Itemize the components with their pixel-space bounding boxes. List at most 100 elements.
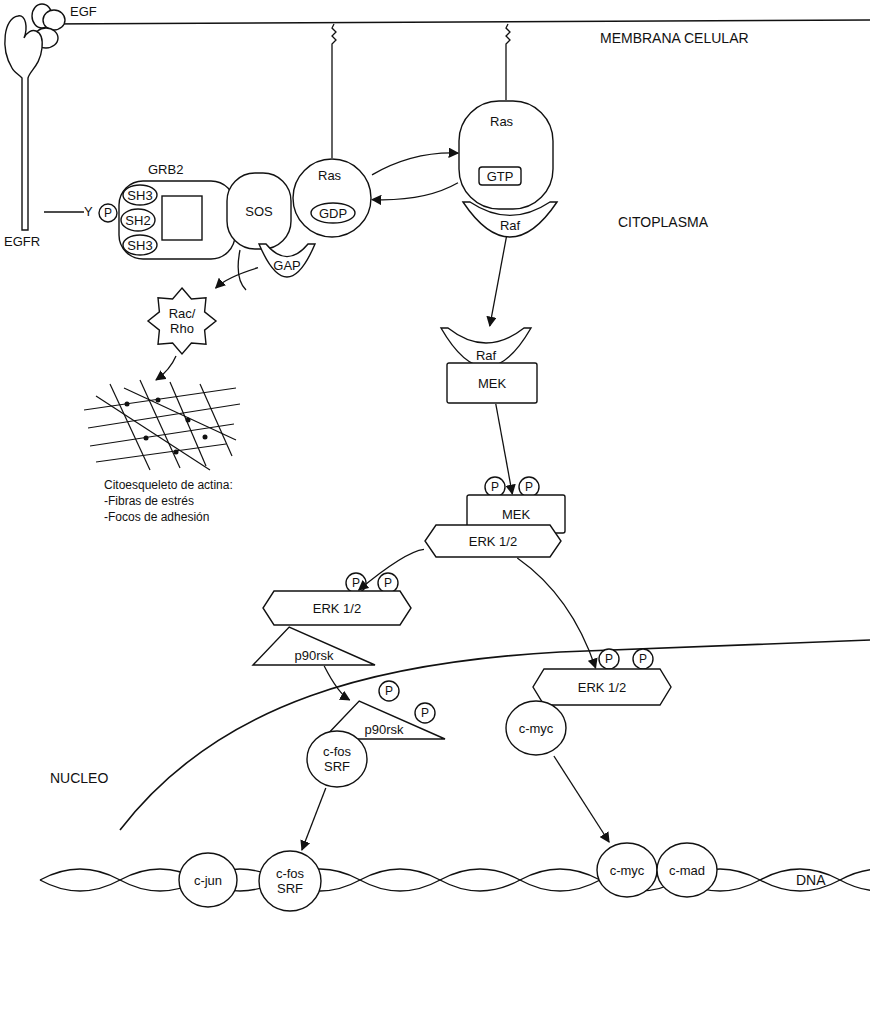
ellipse-outline (346, 573, 366, 593)
ellipse-outline (123, 235, 157, 255)
ellipse-outline (99, 204, 117, 222)
text-holder: GDP (310, 202, 356, 224)
arrow-connector (490, 236, 507, 326)
factor-circle: c-fos SRF (258, 850, 322, 912)
node-text: c-fos SRF (270, 866, 310, 896)
factor-circle: c-myc (505, 700, 567, 756)
dna-strand (40, 869, 870, 891)
node-text: ERK 1/2 (313, 601, 361, 616)
factor-circle: c-jun (178, 852, 238, 908)
node-text: c-fos SRF (317, 744, 357, 774)
star-outline (148, 288, 216, 354)
ellipse-outline (259, 851, 321, 911)
arrow-connector (324, 666, 349, 700)
node-text: MEK (478, 376, 506, 391)
text-holder: P (632, 648, 654, 670)
domain-lobe: SH3 (122, 234, 158, 256)
text-holder: SH2 (120, 208, 156, 232)
phospho-circle: P (632, 648, 654, 670)
node-text: Raf (500, 218, 520, 233)
lipid-anchor (332, 24, 336, 158)
receptor-outline (5, 16, 42, 230)
node-text: GAP (273, 258, 300, 273)
crescent-outline (441, 328, 531, 367)
text-holder: Rac/ Rho (148, 288, 216, 354)
node-text: P (605, 653, 613, 665)
arrow-connector (372, 183, 458, 200)
ellipse-outline (657, 843, 717, 897)
text-holder: c-jun (178, 852, 238, 908)
node-text: Ras (490, 114, 513, 129)
node-text: GTP (487, 169, 514, 184)
node-text: p90rsk (294, 648, 333, 663)
ellipse-outline (519, 477, 539, 497)
text-label: MEMBRANA CELULAR (600, 30, 749, 46)
text-holder: Raf (462, 200, 558, 236)
protein-shape: SOS (226, 172, 292, 250)
actin-mesh (84, 380, 240, 470)
factor-circle: c-myc (596, 842, 658, 898)
text-holder: p90rsk (252, 626, 376, 666)
node-text: GDP (319, 206, 347, 221)
text-holder: ERK 1/2 (424, 524, 562, 558)
kinase-crescent: Raf (462, 200, 558, 236)
node-text: P (491, 481, 499, 493)
ellipse-outline (179, 853, 237, 907)
node-text: Raf (476, 348, 496, 363)
text-holder: c-myc (596, 842, 658, 898)
factor-circle: c-fos SRF (306, 730, 368, 788)
ellipse-outline (415, 703, 435, 723)
ellipse-outline (378, 573, 398, 593)
text-holder: ERK 1/2 (532, 668, 672, 706)
node-outline (4, 8, 44, 230)
hex-outline (425, 525, 561, 557)
node-text: GRB2 (148, 162, 183, 177)
text-holder: P (98, 203, 118, 223)
node-text: MEK (502, 507, 530, 522)
text-holder: MEK (446, 362, 538, 404)
text-holder: P (598, 648, 620, 670)
node-text: c-myc (519, 721, 554, 736)
rect-outline (119, 181, 235, 259)
node-text: SH3 (127, 188, 152, 203)
hex-outline (533, 669, 671, 705)
ellipse-outline (633, 649, 653, 669)
text-label: Y (84, 204, 93, 219)
nucleotide-box: GTP (478, 166, 522, 186)
crescent-outline (259, 244, 315, 277)
text-holder: c-fos SRF (258, 850, 322, 912)
sos-tail (238, 250, 246, 290)
arrow-connector (359, 549, 424, 590)
text-label: CITOPLASMA (618, 214, 708, 230)
text-holder: P (378, 680, 400, 702)
node-text: SOS (245, 204, 272, 219)
node-text: P (104, 207, 112, 219)
text-holder: c-mad (656, 842, 718, 898)
nucleotide-oval: GDP (310, 202, 356, 224)
text-holder: GAP (258, 242, 316, 276)
node-text: P (421, 707, 429, 719)
crescent-outline (463, 202, 557, 237)
receptor-tail (44, 211, 84, 212)
text-label: -Focos de adhesión (104, 510, 209, 524)
node-text: P (384, 577, 392, 589)
kinase-triangle: p90rsk (252, 626, 376, 666)
text-holder: c-fos SRF (306, 730, 368, 788)
node-text: Rac/ Rho (164, 306, 200, 336)
node-text: P (525, 481, 533, 493)
text-holder: Raf (440, 326, 532, 366)
node-text: EGF (70, 4, 97, 19)
domain-lobe: SH3 (122, 184, 158, 206)
ellipse-outline (311, 203, 355, 223)
adaptor-protein: GRB2SH3SH2SH3 (118, 180, 236, 260)
node-text: P (385, 685, 393, 697)
rect-outline (447, 363, 537, 403)
receptor: EGFR (4, 8, 44, 230)
ellipse-outline (123, 185, 157, 205)
phospho-circle: P (98, 203, 118, 223)
node-text: ERK 1/2 (469, 534, 517, 549)
tri-outline (253, 627, 375, 665)
ellipse-outline (599, 649, 619, 669)
factor-circle: c-mad (656, 842, 718, 898)
